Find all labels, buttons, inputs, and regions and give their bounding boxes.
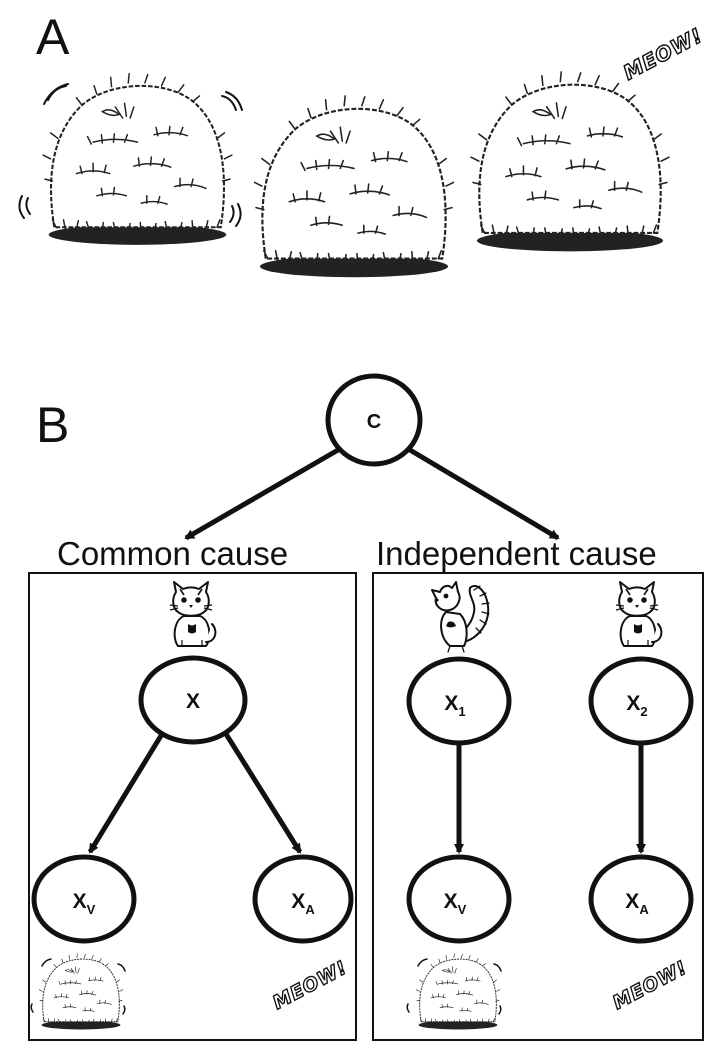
node-xa-independent: XA (588, 854, 694, 944)
node-xa-label: XA (625, 890, 649, 917)
node-x2: X2 (588, 656, 694, 746)
node-c: C (325, 373, 423, 467)
panel-a (18, 22, 708, 279)
arrow-c-to-common (184, 447, 340, 541)
independent-cause-title: Independent cause (376, 535, 657, 572)
shaking-bush-icon (30, 953, 126, 1030)
node-xv-common: XV (31, 854, 137, 944)
bush-icon (470, 70, 670, 253)
arrow-x-to-xv (87, 732, 165, 854)
common-cause-title: Common cause (57, 535, 289, 572)
node-xv-label: XV (444, 890, 467, 917)
node-x2-label: X2 (626, 692, 647, 719)
arrow-x-to-xa (223, 732, 303, 854)
arrow-c-to-independent (408, 447, 560, 541)
panel-label-b: B (36, 397, 70, 453)
panel-label-a: A (36, 9, 70, 65)
common-cause-box (28, 572, 357, 1041)
bush-icon (254, 94, 454, 279)
independent-cause-box (372, 572, 704, 1041)
node-xv-independent: XV (406, 854, 512, 944)
node-x-label: X (186, 690, 200, 713)
node-xa-common: XA (252, 854, 354, 944)
meow-sound-icon (608, 956, 693, 1016)
meow-sound-icon (268, 956, 353, 1016)
node-xv-label: XV (73, 890, 96, 917)
squirrel-icon (431, 581, 490, 653)
shaking-bush-icon (406, 953, 502, 1030)
node-c-label: C (367, 411, 381, 433)
panel-b: C X XV XA (28, 373, 704, 1041)
cat-icon (615, 581, 663, 647)
node-xa-label: XA (291, 890, 315, 917)
node-x1: X1 (406, 656, 512, 746)
node-x1-label: X1 (444, 692, 465, 719)
node-x-common: X (138, 655, 248, 745)
shaking-bush-icon (18, 72, 243, 247)
meow-sound-icon (618, 22, 708, 84)
cat-icon (169, 581, 217, 647)
